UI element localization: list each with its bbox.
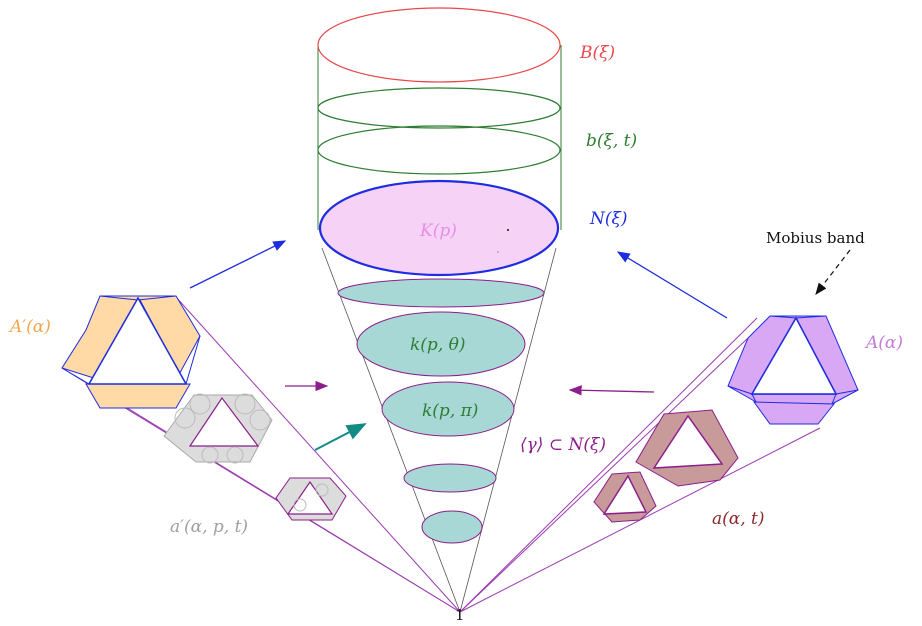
arrow-teal — [314, 423, 367, 451]
arrow-purple-right — [568, 385, 655, 396]
label-gamma: ⟨γ⟩ ⊂ N(ξ) — [520, 435, 606, 455]
label-A: A(α) — [864, 333, 903, 353]
ellipse-B — [317, 7, 561, 83]
label-N: N(ξ) — [589, 209, 628, 229]
band-brown-small — [593, 471, 657, 523]
label-apex: 1 — [455, 606, 465, 624]
cone — [321, 247, 557, 613]
label-K: K(p) — [419, 221, 457, 241]
label-b: b(ξ, t) — [586, 131, 637, 151]
label-k-theta: k(p, θ) — [410, 335, 466, 355]
label-k-pi: k(p, π) — [422, 401, 478, 421]
band-small-left — [275, 477, 347, 521]
ellipse-b-upper — [317, 87, 561, 129]
arrow-mobius — [815, 249, 851, 295]
label-B: B(ξ) — [579, 43, 615, 63]
arrow-right-to-N — [616, 251, 728, 319]
label-a-prime: a′(α, p, t) — [170, 517, 248, 537]
band-gray — [163, 393, 273, 464]
label-a: a(α, t) — [712, 509, 765, 529]
arrows — [189, 240, 851, 451]
disk-1 — [337, 278, 545, 308]
ellipse-b-lower — [317, 125, 561, 175]
arrow-left-to-N — [189, 240, 287, 289]
band-brown-large — [635, 409, 739, 487]
disk-k-theta — [356, 311, 526, 377]
label-mobius: Mobius band — [766, 229, 865, 247]
disk-4 — [403, 463, 497, 493]
left-fan — [61, 295, 461, 613]
disk-k-pi — [381, 381, 515, 437]
disk-5 — [421, 510, 483, 544]
band-A — [727, 315, 859, 425]
label-A-prime: A′(α) — [8, 317, 51, 337]
band-A-prime — [61, 295, 201, 409]
cylinder — [317, 7, 562, 277]
